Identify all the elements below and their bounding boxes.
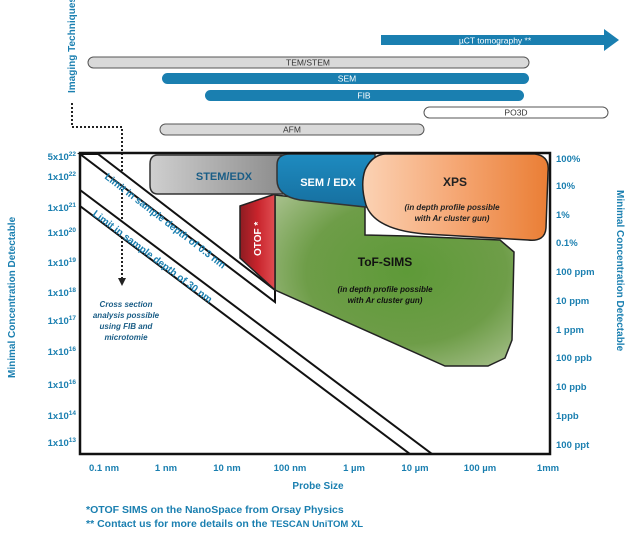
y-left-tick-label: 1x1016: [48, 346, 77, 358]
bar-po3d: PO3D: [423, 106, 609, 119]
bar-label-afm: AFM: [283, 125, 301, 135]
bar-tem-stem: TEM/STEM: [87, 56, 530, 69]
bar-uct-tomography: µCT tomography **: [381, 29, 619, 51]
limit-30nm-label: Limit in sample depth of 30 nm: [90, 209, 214, 306]
bar-label-uct: µCT tomography **: [459, 36, 532, 46]
sem-edx-label: SEM / EDX: [300, 177, 356, 189]
y-left-tick-label: 1x1014: [48, 410, 77, 422]
y-left-axis-title: Minimal Concentration Detectable: [7, 216, 18, 378]
x-tick-label: 10 nm: [213, 463, 240, 474]
bar-fib: FIB: [205, 90, 524, 101]
footnote-contact-text: ** Contact us for more details on the: [86, 518, 271, 530]
otof-region: [239, 192, 276, 292]
cross-note-line1: Cross section: [100, 300, 153, 309]
bar-label-tem-stem: TEM/STEM: [286, 58, 330, 68]
x-tick-label: 100 nm: [274, 463, 307, 474]
stem-edx-label: STEM/EDX: [196, 171, 253, 183]
y-right-tick-label: 10 ppm: [556, 296, 589, 307]
y-left-tick-label: 1x1013: [48, 437, 77, 449]
footnote-brand: TESCAN UniTOM XL: [270, 519, 364, 530]
bar-afm: AFM: [159, 123, 425, 136]
x-tick-label: 1mm: [537, 463, 559, 474]
x-tick-label: 100 µm: [464, 463, 496, 474]
bar-label-sem: SEM: [338, 74, 356, 84]
y-right-tick-label: 1%: [556, 210, 570, 221]
y-left-tick-label: 1x1020: [48, 227, 77, 239]
y-right-tick-label: 10%: [556, 181, 576, 192]
imaging-techniques-label: Imaging Techniques: [67, 0, 78, 93]
y-left-tick-label: 1x1016: [48, 379, 77, 391]
footnote-otof: *OTOF SIMS on the NanoSpace from Orsay P…: [86, 504, 344, 516]
y-left-tick-label: 1x1017: [48, 315, 77, 327]
footnote-contact: ** Contact us for more details on the TE…: [86, 518, 363, 530]
tof-note-line2: with Ar cluster gun): [348, 296, 423, 305]
cross-section-note: Cross section analysis possible using FI…: [93, 300, 160, 342]
y-right-tick-label: 1ppb: [556, 411, 579, 422]
cross-note-line3: using FIB and: [100, 322, 154, 331]
y-right-tick-label: 100 ppt: [556, 440, 590, 451]
xps-region: [362, 153, 549, 241]
y-right-tick-label: 100%: [556, 154, 581, 165]
x-tick-labels: 0.1 nm 1 nm 10 nm 100 nm 1 µm 10 µm 100 µm 1mm: [89, 463, 559, 474]
otof-label: OTOF *: [253, 222, 264, 256]
cross-note-line4: microtomie: [104, 333, 148, 342]
x-tick-label: 10 µm: [401, 463, 428, 474]
y-left-tick-label: 1x1018: [48, 287, 77, 299]
x-axis-title: Probe Size: [292, 481, 344, 492]
xps-note-line2: with Ar cluster gun): [415, 214, 490, 223]
tof-note-line1: (in depth profile possible: [337, 285, 433, 294]
x-tick-label: 0.1 nm: [89, 463, 119, 474]
x-tick-label: 1 µm: [343, 463, 365, 474]
bar-label-po3d: PO3D: [504, 108, 527, 118]
x-tick-label: 1 nm: [155, 463, 177, 474]
y-right-tick-labels: 100% 10% 1% 0.1% 100 ppm 10 ppm 1 ppm 100 ppb 10…: [556, 154, 595, 451]
tof-sims-region: [274, 194, 515, 367]
bar-label-fib: FIB: [357, 91, 371, 101]
technique-regions: [149, 153, 549, 367]
y-left-tick-label: 5x1022: [48, 151, 77, 163]
connector-arrowhead: [118, 278, 126, 286]
dotted-connector: [71, 103, 123, 278]
y-right-axis-title: Minimal Concentration Detectable: [614, 190, 625, 352]
plot-frame: [78, 151, 552, 456]
cross-note-line2: analysis possible: [93, 311, 160, 320]
y-right-tick-label: 10 ppb: [556, 382, 587, 393]
y-right-tick-label: 1 ppm: [556, 325, 584, 336]
stem-edx-region: [149, 154, 284, 195]
y-right-tick-label: 0.1%: [556, 238, 578, 249]
bar-sem: SEM: [162, 73, 529, 84]
y-right-tick-label: 100 ppb: [556, 353, 592, 364]
y-left-tick-labels: 5x1022 1x1022 1x1021 1x1020 1x1019 1x1018 1x10…: [48, 151, 77, 449]
y-right-tick-label: 100 ppm: [556, 267, 595, 278]
tof-sims-label: ToF-SIMS: [358, 255, 412, 269]
xps-note-line1: (in depth profile possible: [404, 203, 500, 212]
y-left-tick-label: 1x1022: [48, 171, 77, 183]
y-left-tick-label: 1x1021: [48, 202, 77, 214]
technique-bars: µCT tomography ** TEM/STEM SEM FIB PO3D …: [87, 29, 619, 136]
y-left-tick-label: 1x1019: [48, 257, 77, 269]
xps-label: XPS: [443, 175, 467, 189]
